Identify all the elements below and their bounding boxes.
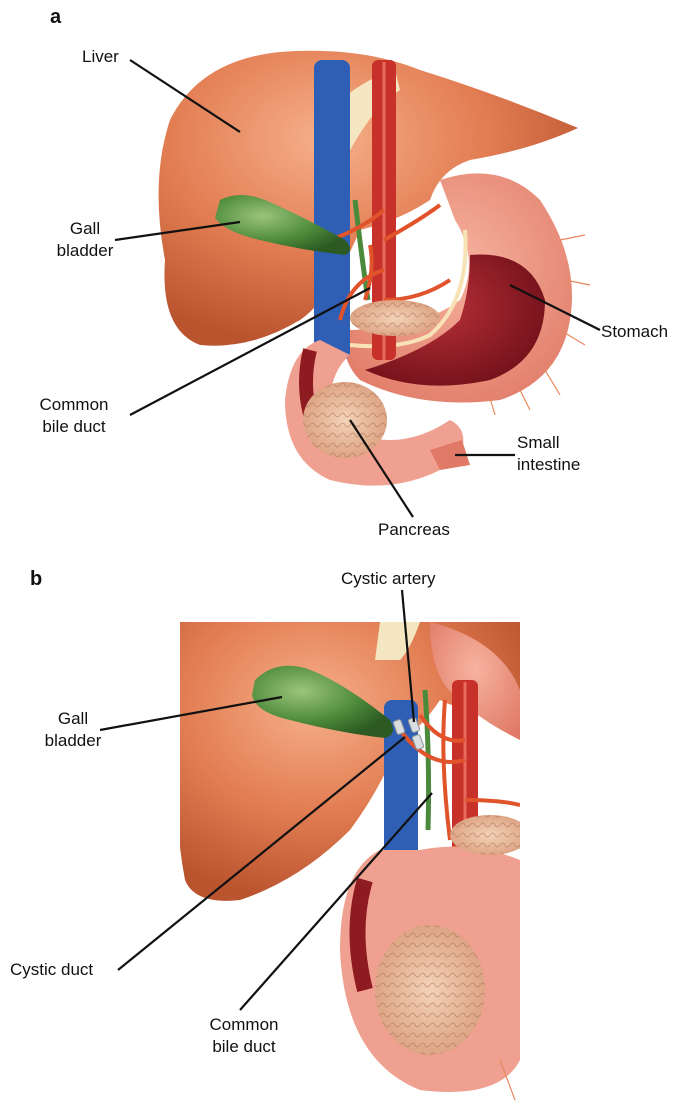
label-small-intestine-line2: intestine [517, 454, 580, 476]
label-common-bile-duct-b-line1: Common [192, 1014, 296, 1036]
label-cystic-duct: Cystic duct [10, 959, 93, 981]
label-pancreas: Pancreas [378, 519, 450, 541]
panel-b-letter: b [30, 568, 42, 591]
label-cystic-artery: Cystic artery [341, 568, 435, 590]
label-common-bile-duct-a-line1: Common [22, 394, 126, 416]
panel-a-letter: a [50, 6, 61, 29]
label-gall-bladder-b-line2: bladder [42, 730, 104, 752]
label-gall-bladder-a-line2: bladder [54, 240, 116, 262]
label-small-intestine: Small intestine [517, 432, 580, 476]
label-gall-bladder-a: Gall bladder [54, 218, 116, 262]
label-common-bile-duct-b: Common bile duct [192, 1014, 296, 1058]
label-common-bile-duct-a-line2: bile duct [22, 416, 126, 438]
panel-b-art [100, 590, 530, 1100]
label-common-bile-duct-a: Common bile duct [22, 394, 126, 438]
label-gall-bladder-b-line1: Gall [42, 708, 104, 730]
label-small-intestine-line1: Small [517, 432, 580, 454]
label-gall-bladder-b: Gall bladder [42, 708, 104, 752]
label-common-bile-duct-b-line2: bile duct [192, 1036, 296, 1058]
label-gall-bladder-a-line1: Gall [54, 218, 116, 240]
label-liver: Liver [82, 46, 119, 68]
label-stomach: Stomach [601, 321, 668, 343]
